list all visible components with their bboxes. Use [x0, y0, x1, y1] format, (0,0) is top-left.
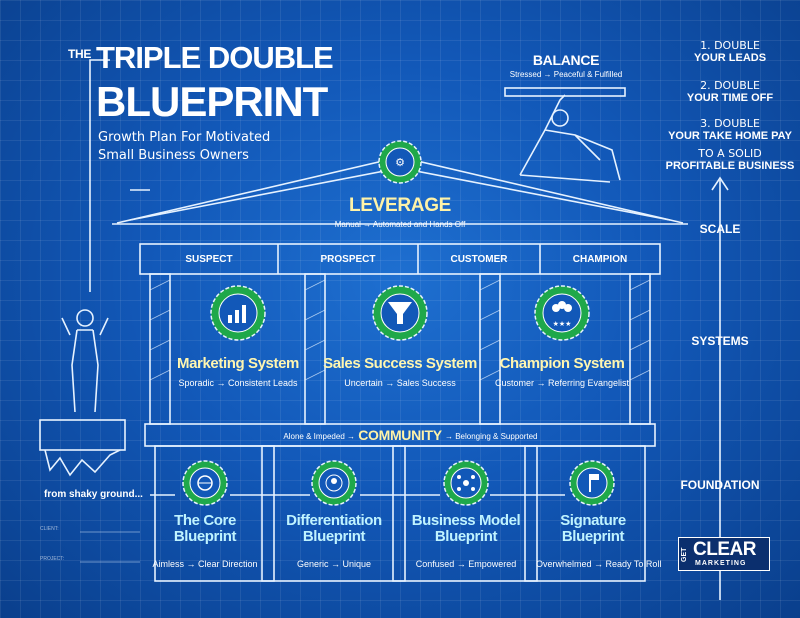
logo-clear: CLEAR	[693, 539, 756, 560]
community-left: Alone & Impeded →	[283, 432, 355, 441]
label-systems: SYSTEMS	[691, 334, 749, 348]
shaky-rock	[39, 419, 126, 451]
form-project: PROJECT:	[40, 556, 65, 562]
people-circle-icon	[311, 460, 357, 506]
goal-3-num: 3. DOUBLE	[700, 117, 760, 130]
network-icon	[443, 460, 489, 506]
leverage-sub: Manual → Automated and Hands Off	[334, 220, 466, 229]
goal-3: 3. DOUBLE YOUR TAKE HOME PAY	[660, 117, 800, 143]
logo-get: GET	[681, 547, 688, 562]
growth-chart-icon	[210, 285, 266, 341]
goal-2-text: YOUR TIME OFF	[686, 92, 774, 104]
group-stars-icon: ★★★	[534, 285, 590, 341]
blueprint-core-name: The Core Blueprint	[173, 512, 237, 545]
goal-2: 2. DOUBLE YOUR TIME OFF	[660, 79, 800, 105]
title-line1: TRIPLE DOUBLE	[96, 40, 334, 75]
post	[479, 273, 501, 425]
blueprint-diff-name: Differentiation Blueprint	[286, 512, 382, 545]
signpost-icon	[569, 460, 615, 506]
blueprint-core-sub: Aimless → Clear Direction	[152, 559, 258, 569]
stage-beam	[139, 243, 661, 275]
goal-3-text: YOUR TAKE HOME PAY	[668, 130, 792, 142]
leverage-label: LEVERAGE	[348, 195, 452, 216]
post	[149, 273, 171, 425]
stage-suspect: SUSPECT	[185, 254, 233, 265]
blueprint-signature-name: Signature Blueprint	[560, 512, 626, 545]
system-marketing-name: Marketing System	[177, 355, 299, 372]
goal-1: 1. DOUBLE YOUR LEADS	[660, 39, 800, 65]
label-scale: SCALE	[699, 222, 741, 236]
target-globe-icon	[182, 460, 228, 506]
blueprint-signature-sub: Overwhelmed → Ready To Roll	[536, 559, 662, 569]
system-sales-sub: Uncertain → Sales Success	[344, 378, 456, 388]
system-champion-sub: Customer → Referring Evangelist	[494, 378, 630, 388]
system-marketing-sub: Sporadic → Consistent Leads	[178, 378, 298, 388]
logo-marketing: MARKETING	[695, 560, 747, 567]
shaky-ground-text: from shaky ground...	[44, 489, 143, 500]
goal-4: TO A SOLID PROFITABLE BUSINESS	[660, 147, 800, 173]
stage-customer: CUSTOMER	[450, 254, 508, 265]
title-tagline-1: Growth Plan For Motivated	[98, 130, 271, 145]
svg-text:★★★: ★★★	[553, 320, 572, 328]
community-label: COMMUNITY	[358, 427, 442, 443]
title-line2: BLUEPRINT	[96, 78, 328, 125]
title-the: THE	[68, 47, 92, 61]
stage-prospect: PROSPECT	[320, 254, 376, 265]
sales-funnel-icon	[372, 285, 428, 341]
post	[629, 273, 651, 425]
system-sales-name: Sales Success System	[323, 355, 477, 372]
blueprint-model-name: Business Model Blueprint	[411, 512, 521, 545]
blueprint-model-sub: Confused → Empowered	[415, 559, 517, 569]
stage-champion: CHAMPION	[572, 254, 628, 265]
goal-4-num: TO A SOLID	[698, 147, 762, 160]
goal-2-num: 2. DOUBLE	[700, 79, 760, 92]
get-clear-logo: GET CLEAR MARKETING	[678, 537, 770, 571]
balance-label: BALANCE	[532, 52, 600, 68]
post	[304, 273, 326, 425]
goal-1-text: YOUR LEADS	[693, 52, 767, 64]
svg-text:⚙: ⚙	[395, 156, 405, 169]
goal-1-num: 1. DOUBLE	[700, 39, 760, 52]
guide-line	[89, 59, 110, 170]
form-client: CLIENT:	[40, 526, 59, 532]
leverage-gear-icon: ⚙	[378, 140, 422, 184]
goal-4-text: PROFITABLE BUSINESS	[665, 160, 795, 172]
balance-sub: Stressed → Peaceful & Fulfilled	[509, 70, 623, 79]
system-champion-name: Champion System	[499, 355, 625, 372]
title-tagline-2: Small Business Owners	[98, 148, 249, 163]
community-right: → Belonging & Supported	[445, 432, 538, 441]
label-foundation: FOUNDATION	[680, 478, 760, 492]
blueprint-diff-sub: Generic → Unique	[296, 559, 372, 569]
